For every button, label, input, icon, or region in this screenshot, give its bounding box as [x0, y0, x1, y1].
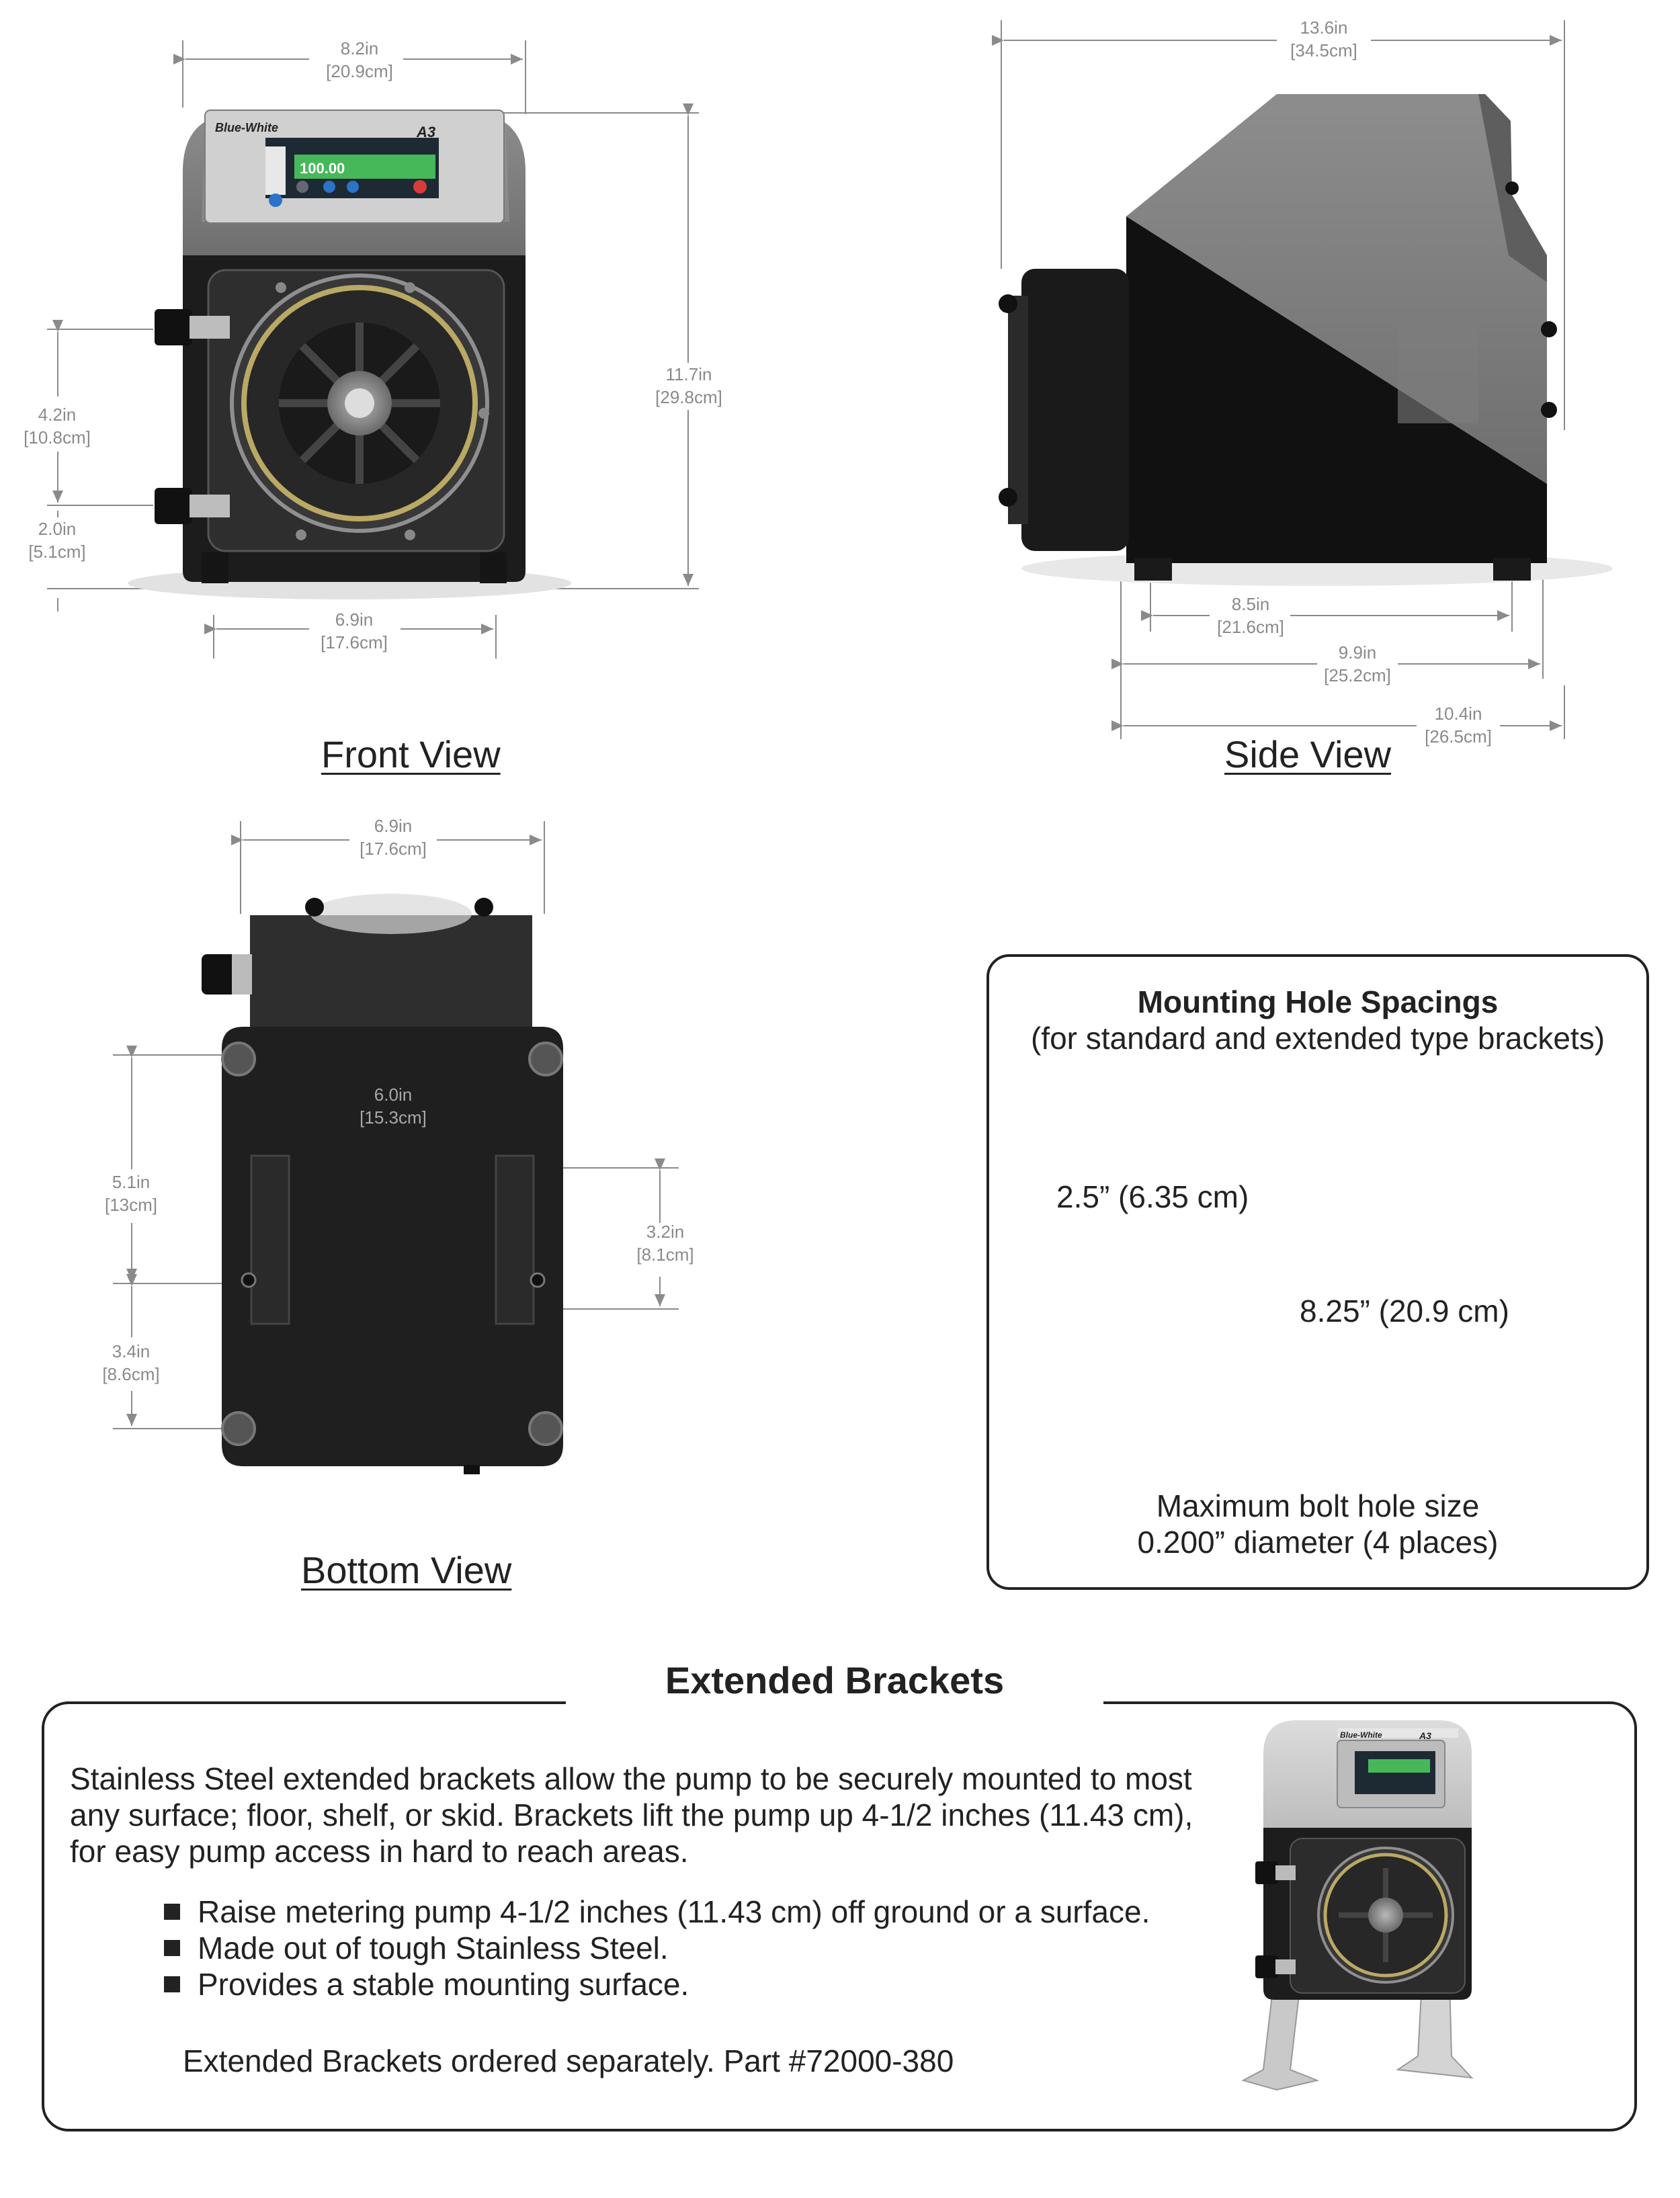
bottom-view-label: Bottom View — [301, 1549, 512, 1591]
dim-cm: [13cm] — [104, 1195, 158, 1215]
mounting-subtitle: (for standard and extended type brackets… — [1030, 1021, 1605, 1056]
front-port-spacing-dim: 4.2in [10.8cm] — [13, 403, 101, 449]
dim-cm: [25.2cm] — [1324, 665, 1391, 685]
dim-cm: [8.6cm] — [102, 1364, 160, 1384]
mounting-title: Mounting Hole Spacings — [1137, 984, 1499, 1019]
ext-brand-logo: Blue-White — [1340, 1730, 1382, 1740]
front-port-height-dim: 2.0in [5.1cm] — [13, 517, 101, 563]
dim-cm: [10.8cm] — [24, 427, 91, 448]
side-base-length-dim: 9.9in [25.2cm] — [1314, 641, 1401, 687]
footnote-line: 0.200” diameter (4 places) — [1137, 1525, 1499, 1560]
dim-cm: [34.5cm] — [1290, 40, 1357, 60]
dim-cm: [17.6cm] — [321, 632, 388, 652]
dim-cm: [15.3cm] — [360, 1107, 427, 1128]
bottom-view-drawing — [113, 821, 679, 1474]
extended-feature-list: Raise metering pump 4-1/2 inches (11.43 … — [164, 1894, 1150, 2002]
extended-order-note: Extended Brackets ordered separately. Pa… — [183, 2043, 954, 2078]
dim-in: 6.0in — [374, 1085, 413, 1105]
extended-title-background — [566, 1653, 1103, 1727]
dim-cm: [29.8cm] — [655, 387, 722, 407]
list-item: Provides a stable mounting surface. — [164, 1966, 1150, 2002]
dim-cm: [20.9cm] — [326, 61, 393, 81]
front-screen-value: 100.00 — [300, 160, 345, 177]
mounting-vertical-spacing: 2.5” (6.35 cm) — [1056, 1179, 1249, 1214]
mounting-hole-panel: Mounting Hole Spacings (for standard and… — [986, 954, 1649, 1590]
front-height-dim: 11.7in [29.8cm] — [645, 363, 732, 409]
front-width-base-dim: 6.9in [17.6cm] — [310, 608, 398, 654]
dim-in: 4.2in — [38, 405, 77, 425]
front-view-label: Front View — [321, 733, 501, 775]
side-length-top-dim: 13.6in [34.5cm] — [1277, 16, 1371, 62]
bullet-square-icon — [164, 1940, 180, 1956]
front-model-label: A3 — [416, 124, 435, 140]
extended-bracket-pump-image: Blue-White A3 — [1241, 1720, 1474, 2091]
front-view-drawing: Blue-White A3 100.00 — [47, 40, 699, 659]
dim-cm: [21.6cm] — [1217, 617, 1284, 637]
dim-cm: [8.1cm] — [636, 1244, 694, 1265]
bullet-square-icon — [164, 1976, 180, 1992]
mounting-horizontal-spacing: 8.25” (20.9 cm) — [1293, 1293, 1516, 1329]
dim-cm: [5.1cm] — [28, 542, 86, 562]
dim-in: 10.4in — [1434, 704, 1482, 724]
list-item: Raise metering pump 4-1/2 inches (11.43 … — [164, 1894, 1150, 1930]
dim-in: 13.6in — [1300, 17, 1348, 38]
footnote-line: Maximum bolt hole size — [1156, 1488, 1480, 1523]
bottom-foot-spacing-dim: 5.1in [13cm] — [87, 1171, 175, 1216]
bullet-square-icon — [164, 1904, 180, 1920]
dim-in: 3.4in — [112, 1341, 151, 1361]
dim-in: 5.1in — [112, 1172, 151, 1192]
dim-cm: [17.6cm] — [360, 839, 427, 859]
ext-model-label: A3 — [1419, 1730, 1431, 1741]
front-width-top-dim: 8.2in [20.9cm] — [316, 37, 403, 83]
mounting-footnote: Maximum bolt hole size 0.200” diameter (… — [989, 1488, 1646, 1560]
dim-in: 2.0in — [38, 519, 77, 539]
dim-in: 11.7in — [665, 364, 712, 384]
dim-cm: [26.5cm] — [1425, 726, 1492, 747]
list-item-text: Made out of tough Stainless Steel. — [198, 1931, 669, 1965]
dim-in: 6.9in — [335, 609, 374, 630]
side-foot-spacing-dim: 8.5in [21.6cm] — [1207, 593, 1294, 638]
bottom-width-dim: 6.9in [17.6cm] — [349, 814, 437, 860]
side-view-drawing — [992, 20, 1613, 739]
extended-title: Extended Brackets — [665, 1659, 1005, 1701]
dim-in: 8.5in — [1231, 594, 1270, 614]
list-item: Made out of tough Stainless Steel. — [164, 1930, 1150, 1966]
dim-in: 6.9in — [374, 816, 413, 836]
bottom-slot-length-dim: 3.2in [8.1cm] — [622, 1220, 709, 1266]
bottom-hole-spacing-dim: 6.0in [15.3cm] — [349, 1083, 437, 1129]
side-overall-length-dim: 10.4in [26.5cm] — [1414, 702, 1503, 748]
side-view-label: Side View — [1224, 733, 1392, 775]
dim-in: 8.2in — [340, 38, 379, 58]
dim-in: 9.9in — [1338, 642, 1377, 663]
list-item-text: Raise metering pump 4-1/2 inches (11.43 … — [198, 1894, 1150, 1929]
bottom-rear-offset-dim: 3.4in [8.6cm] — [87, 1340, 175, 1386]
front-brand-logo: Blue-White — [215, 121, 278, 134]
dim-in: 3.2in — [646, 1222, 685, 1242]
list-item-text: Provides a stable mounting surface. — [198, 1967, 689, 2002]
extended-description: Stainless Steel extended brackets allow … — [70, 1761, 1193, 1869]
